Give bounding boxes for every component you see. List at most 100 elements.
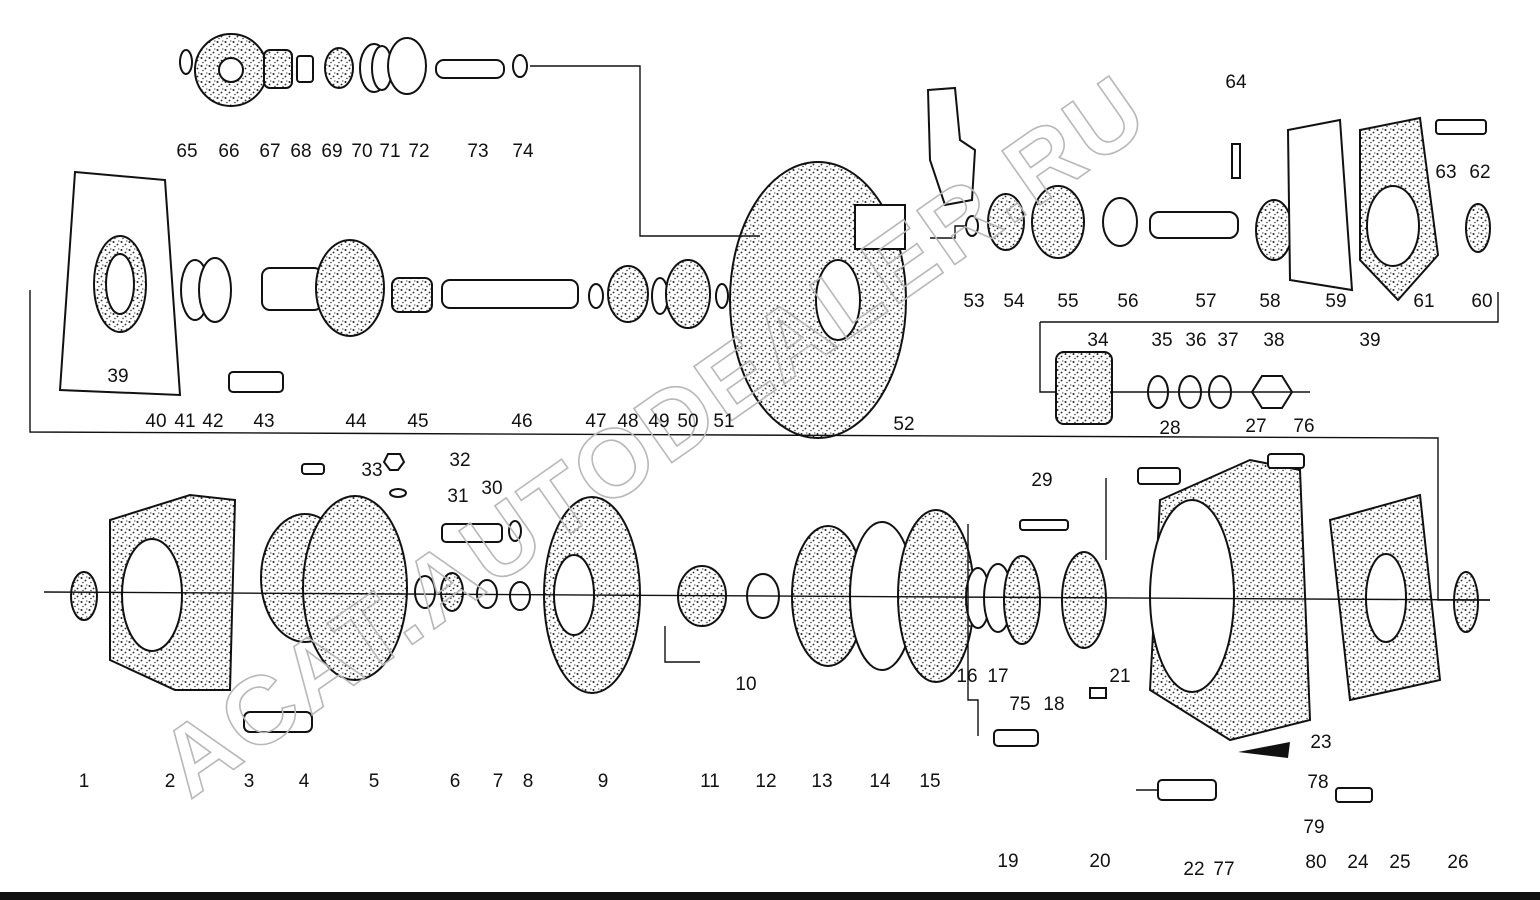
part-51-ring [715,283,729,309]
callout-2: 2 [165,771,176,792]
callout-34: 34 [1087,330,1109,351]
part-73-pin [435,59,505,79]
part-52-bore [815,259,861,341]
part-44-gear [315,239,385,337]
part-25-bore [1365,553,1407,643]
part-68-spacer [296,55,314,83]
callout-60: 60 [1471,291,1492,312]
part-66-hub [218,57,244,83]
callout-9: 9 [598,771,609,792]
part-57-shaft [1149,211,1239,239]
callout-22: 22 [1183,859,1204,880]
callout-65: 65 [176,141,197,162]
callout-75: 75 [1009,694,1030,715]
part-31-washer [389,488,407,498]
part-30-bolt [441,523,503,543]
callout-32: 32 [449,450,470,471]
callout-4: 4 [299,771,310,792]
callout-64: 64 [1225,72,1247,93]
callout-20: 20 [1089,851,1110,872]
callout-33: 33 [361,460,382,481]
part-72-oring [387,37,427,95]
callout-43: 43 [253,411,274,432]
part-23-bore [1149,499,1235,693]
part-42-spring [198,257,232,323]
part-50-gear [665,259,711,329]
part-76-bolt [1267,453,1305,469]
callout-80: 80 [1305,852,1326,873]
callout-14: 14 [869,771,891,792]
callout-73: 73 [467,141,488,162]
callout-72: 72 [408,141,429,162]
callout-labels: 1 2 3 4 5 6 7 8 9 10 11 12 13 14 15 16 1… [79,72,1493,880]
part-52-bracket [926,86,977,207]
callout-41: 41 [174,411,195,432]
callout-66: 66 [218,141,239,162]
part-52-block [854,204,906,250]
callout-74: 74 [512,141,534,162]
callout-11: 11 [700,771,720,792]
callout-30: 30 [481,478,502,499]
callout-36: 36 [1185,330,1206,351]
callout-49: 49 [648,411,669,432]
callout-42: 42 [202,411,223,432]
callout-50: 50 [677,411,698,432]
callout-1: 1 [79,771,90,792]
part-62-bolt [1435,119,1487,135]
callout-18: 18 [1043,694,1064,715]
callout-45: 45 [407,411,428,432]
callout-31: 31 [447,486,468,507]
part-24-bolt [1335,787,1373,803]
callout-27: 27 [1245,416,1266,437]
part-43-bolt [228,371,284,393]
part-61-bore [1366,185,1420,267]
callout-56: 56 [1117,291,1138,312]
part-5-carrier [302,495,408,681]
callout-39: 39 [107,366,128,387]
callout-25: 25 [1389,852,1410,873]
callout-77: 77 [1213,859,1234,880]
callout-59: 59 [1325,291,1346,312]
part-34-flange [1055,351,1113,425]
callout-38: 38 [1263,330,1284,351]
callout-7: 7 [493,771,504,792]
part-29-bolt [1019,519,1069,531]
callout-79: 79 [1303,817,1324,838]
part-55-gear [1031,185,1085,259]
callout-10: 10 [735,674,756,695]
part-19-bolt [993,729,1039,747]
callout-62: 62 [1469,162,1490,183]
part-39-bore [105,253,135,315]
part-15-plate [897,509,975,683]
callout-69: 69 [321,141,342,162]
bottom-border [0,892,1540,900]
part-58-bearing [1255,199,1293,261]
part-8-ring [509,581,531,611]
part-22-bolt [1157,779,1217,801]
part-32-nut [382,453,406,471]
part-6-ring [414,575,436,609]
part-48-bearing [607,265,649,323]
part-74-ring [512,54,528,78]
part-75-gear [1003,555,1041,645]
callout-57: 57 [1195,291,1216,312]
callout-76: 76 [1293,416,1314,437]
part-2-bore [121,538,183,652]
part-67-bearing [263,49,293,89]
callout-28: 28 [1159,418,1180,439]
callout-47: 47 [585,411,606,432]
callout-3: 3 [244,771,255,792]
callout-52: 52 [893,414,914,435]
part-59-gasket [1286,118,1354,292]
callout-51: 51 [713,411,734,432]
callout-29: 29 [1031,470,1052,491]
callout-55: 55 [1057,291,1078,312]
callout-26: 26 [1447,852,1468,873]
callout-12: 12 [755,771,776,792]
callout-6: 6 [450,771,461,792]
part-28-bolt [1137,467,1181,485]
callout-58: 58 [1259,291,1280,312]
top-parts-row [179,33,528,107]
callout-63: 63 [1435,162,1456,183]
